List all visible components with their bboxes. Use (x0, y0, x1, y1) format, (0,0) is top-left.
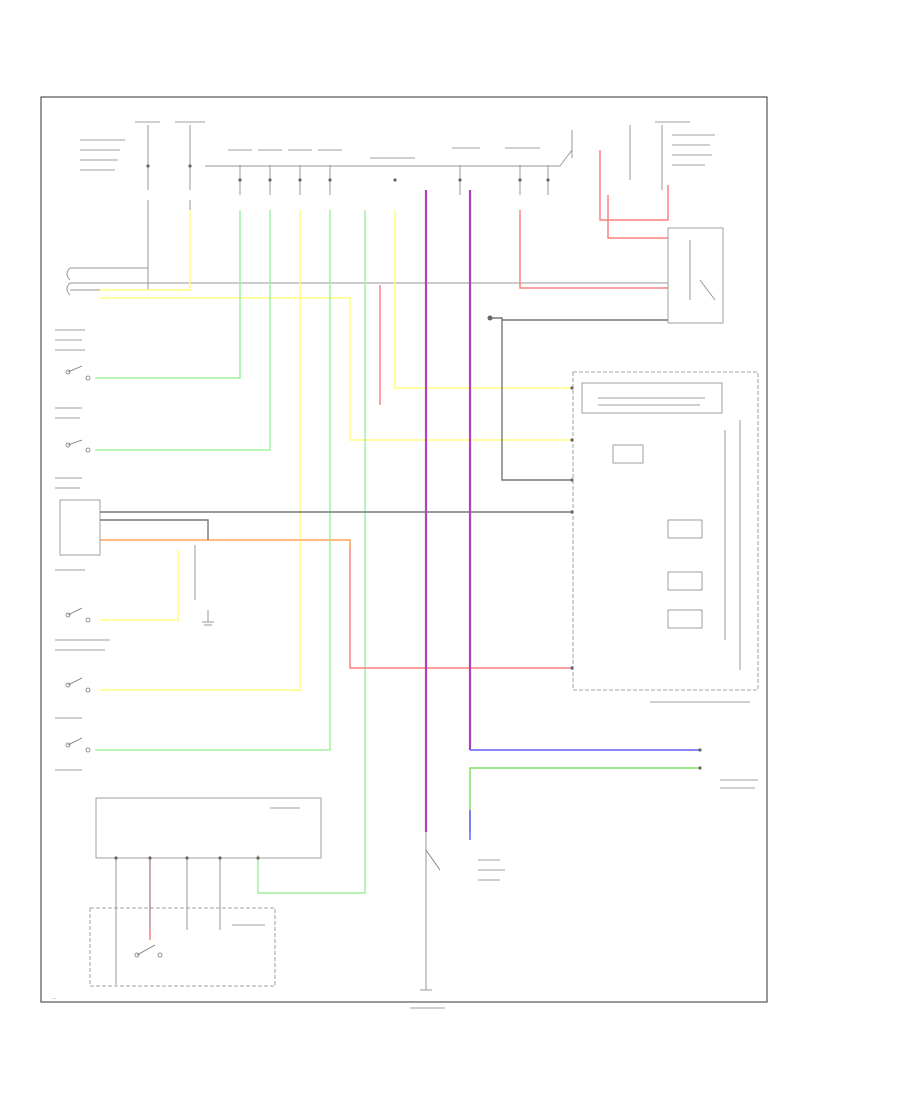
black-wires (100, 317, 668, 600)
switch-4 (65, 677, 91, 693)
control-module (572, 371, 759, 691)
left-bus-lines (66, 200, 668, 296)
blue-wires (469, 749, 700, 840)
left-switches (59, 365, 101, 753)
top-connector-row (147, 125, 663, 195)
switch-5 (65, 737, 91, 753)
yellow-wires (100, 210, 572, 691)
diagram-frame (40, 96, 768, 1003)
footer-mark: — (52, 996, 56, 1001)
switch-block (59, 499, 101, 556)
bottom-left-connector (89, 797, 322, 987)
switch-1 (65, 365, 91, 381)
connector-dots (114, 164, 702, 860)
right-relay-block (667, 227, 724, 324)
purple-wires (424, 190, 472, 832)
bottom-center-switch (420, 832, 441, 991)
ground-symbol (202, 610, 214, 626)
red-wires (149, 150, 669, 940)
label-placeholders (55, 121, 758, 1009)
green-wires (95, 210, 700, 894)
orange-wire (100, 539, 351, 548)
switch-2 (65, 439, 91, 453)
switch-3 (65, 607, 91, 623)
